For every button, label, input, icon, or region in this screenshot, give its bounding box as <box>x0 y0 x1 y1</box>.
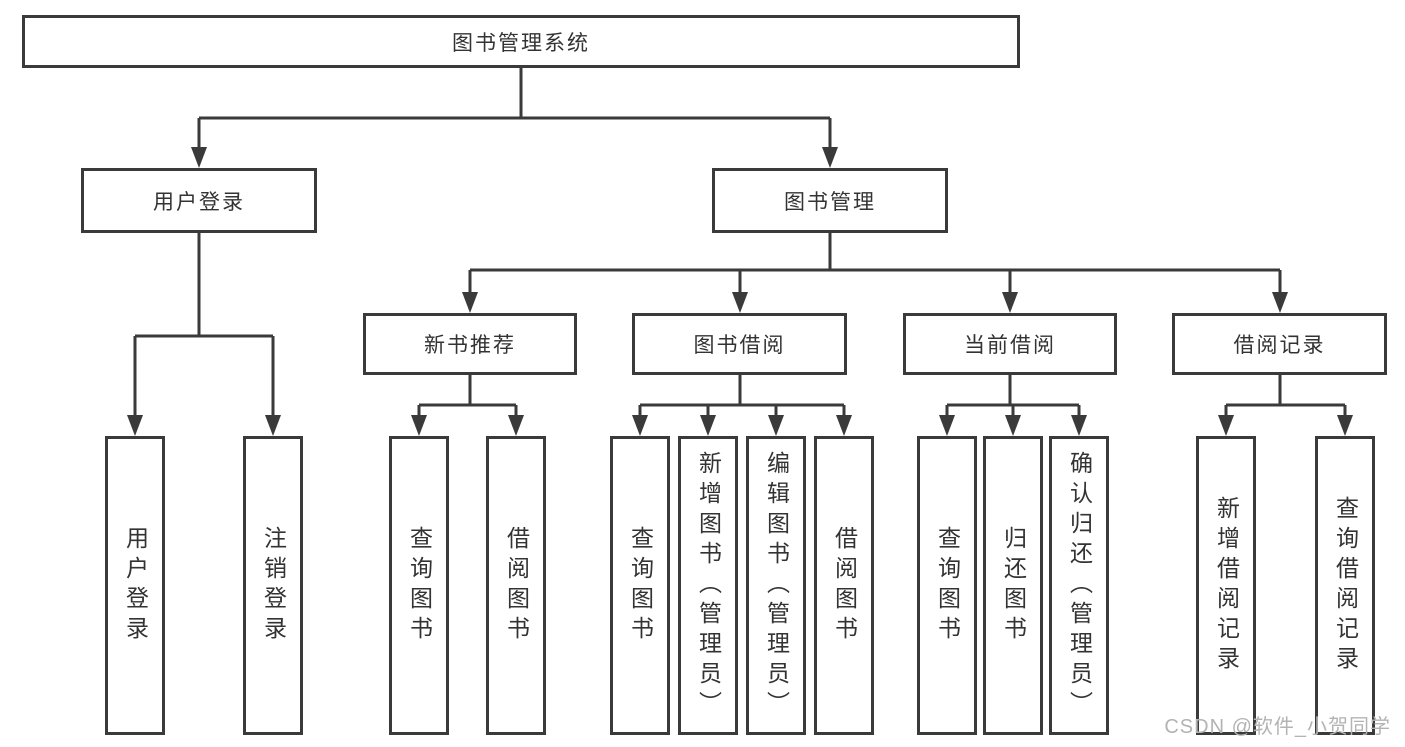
node-confirm-return-admin: 确认归还（管理员） <box>1049 436 1109 735</box>
node-root: 图书管理系统 <box>22 15 1020 68</box>
node-logout-action: 注销登录 <box>243 436 303 735</box>
node-label: 图书管理系统 <box>452 31 590 55</box>
node-query-books-recommend: 查询图书 <box>389 436 449 735</box>
node-label: 新增图书（管理员） <box>695 450 722 721</box>
node-return-books: 归还图书 <box>983 436 1043 735</box>
node-borrow-books-recommend: 借阅图书 <box>486 436 546 735</box>
node-book-borrowing: 图书借阅 <box>632 313 847 375</box>
node-borrowing-records: 借阅记录 <box>1172 313 1387 375</box>
node-label: 确认归还（管理员） <box>1066 450 1093 721</box>
node-book-management: 图书管理 <box>712 168 948 233</box>
node-new-book-recommendation: 新书推荐 <box>363 313 577 375</box>
node-label: 查询图书 <box>627 525 654 646</box>
node-user-login: 用户登录 <box>81 168 317 233</box>
node-label: 新书推荐 <box>424 334 516 357</box>
node-label: 新增借阅记录 <box>1213 495 1240 676</box>
node-label: 借阅图书 <box>503 525 530 646</box>
node-label: 借阅图书 <box>831 525 858 646</box>
node-label: 用户登录 <box>153 190 245 214</box>
node-label: 查询图书 <box>934 525 961 646</box>
node-edit-books-admin: 编辑图书（管理员） <box>746 436 806 735</box>
node-label: 归还图书 <box>1000 525 1027 646</box>
node-add-borrow-record: 新增借阅记录 <box>1196 436 1256 735</box>
node-label: 编辑图书（管理员） <box>763 450 790 721</box>
node-label: 当前借阅 <box>964 334 1056 357</box>
node-label: 用户登录 <box>122 525 149 646</box>
node-query-books-current: 查询图书 <box>917 436 977 735</box>
node-add-books-admin: 新增图书（管理员） <box>678 436 738 735</box>
node-label: 图书管理 <box>784 190 876 214</box>
node-borrow-books-borrowing: 借阅图书 <box>814 436 874 735</box>
node-query-books-borrowing: 查询图书 <box>610 436 670 735</box>
node-user-login-action: 用户登录 <box>105 436 165 735</box>
node-label: 查询借阅记录 <box>1332 495 1359 676</box>
csdn-watermark: CSDN @软件_小贺同学 <box>1164 716 1391 738</box>
node-label: 查询图书 <box>406 525 433 646</box>
node-label: 注销登录 <box>260 525 287 646</box>
node-label: 借阅记录 <box>1233 334 1326 357</box>
node-current-borrowing: 当前借阅 <box>903 313 1117 375</box>
node-query-borrow-record: 查询借阅记录 <box>1315 436 1375 735</box>
node-label: 图书借阅 <box>693 334 786 357</box>
arrowhead-icons <box>127 147 1353 436</box>
